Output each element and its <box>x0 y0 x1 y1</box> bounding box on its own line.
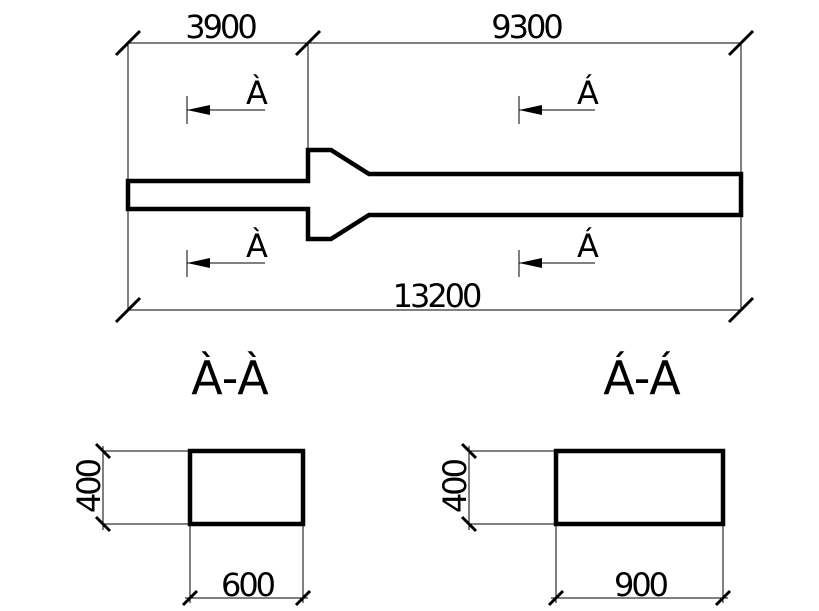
section-a-height-label: 400 <box>70 459 108 513</box>
dimension-label-left: 3900 <box>185 8 256 46</box>
section-b-width-label: 900 <box>614 566 668 604</box>
section-b-height-label: 400 <box>436 459 474 513</box>
tick-mark <box>294 29 322 57</box>
top-dimension-chain: 3900 9300 <box>114 8 755 310</box>
cut-marker-b-top: Á <box>518 74 599 124</box>
section-title-a: À-À <box>191 351 269 405</box>
cut-label: À <box>246 74 268 112</box>
tick-mark <box>94 515 112 533</box>
tick-mark <box>714 589 732 607</box>
beam-outline <box>125 147 744 242</box>
cut-marker-b-bottom: Á <box>518 227 599 277</box>
tick-mark <box>727 29 755 57</box>
arrow-icon <box>519 105 542 115</box>
cut-marker-a-top: À <box>186 74 268 124</box>
section-title-b: Á-Á <box>603 351 681 405</box>
tick-mark <box>94 442 112 460</box>
arrow-icon <box>187 105 210 115</box>
tick-mark <box>181 589 199 607</box>
bottom-dimension: 13200 <box>114 277 755 324</box>
tick-mark <box>727 296 755 324</box>
section-a-rectangle <box>187 448 306 527</box>
arrow-icon <box>187 258 210 268</box>
tick-mark <box>114 29 142 57</box>
tick-mark <box>460 515 478 533</box>
dimension-label-right: 9300 <box>491 8 562 46</box>
tick-mark <box>547 589 565 607</box>
dimension-label-total: 13200 <box>393 277 481 315</box>
arrow-icon <box>519 258 542 268</box>
section-b: 400 900 <box>436 442 732 607</box>
section-b-rectangle <box>553 448 726 527</box>
cut-marker-a-bottom: À <box>186 227 268 277</box>
section-a: 400 600 <box>70 442 312 607</box>
tick-mark <box>460 442 478 460</box>
cut-label: Á <box>577 227 599 265</box>
tick-mark <box>294 589 312 607</box>
section-a-width-label: 600 <box>221 566 275 604</box>
tick-mark <box>114 296 142 324</box>
cut-label: Á <box>577 74 599 112</box>
cut-label: À <box>246 227 268 265</box>
